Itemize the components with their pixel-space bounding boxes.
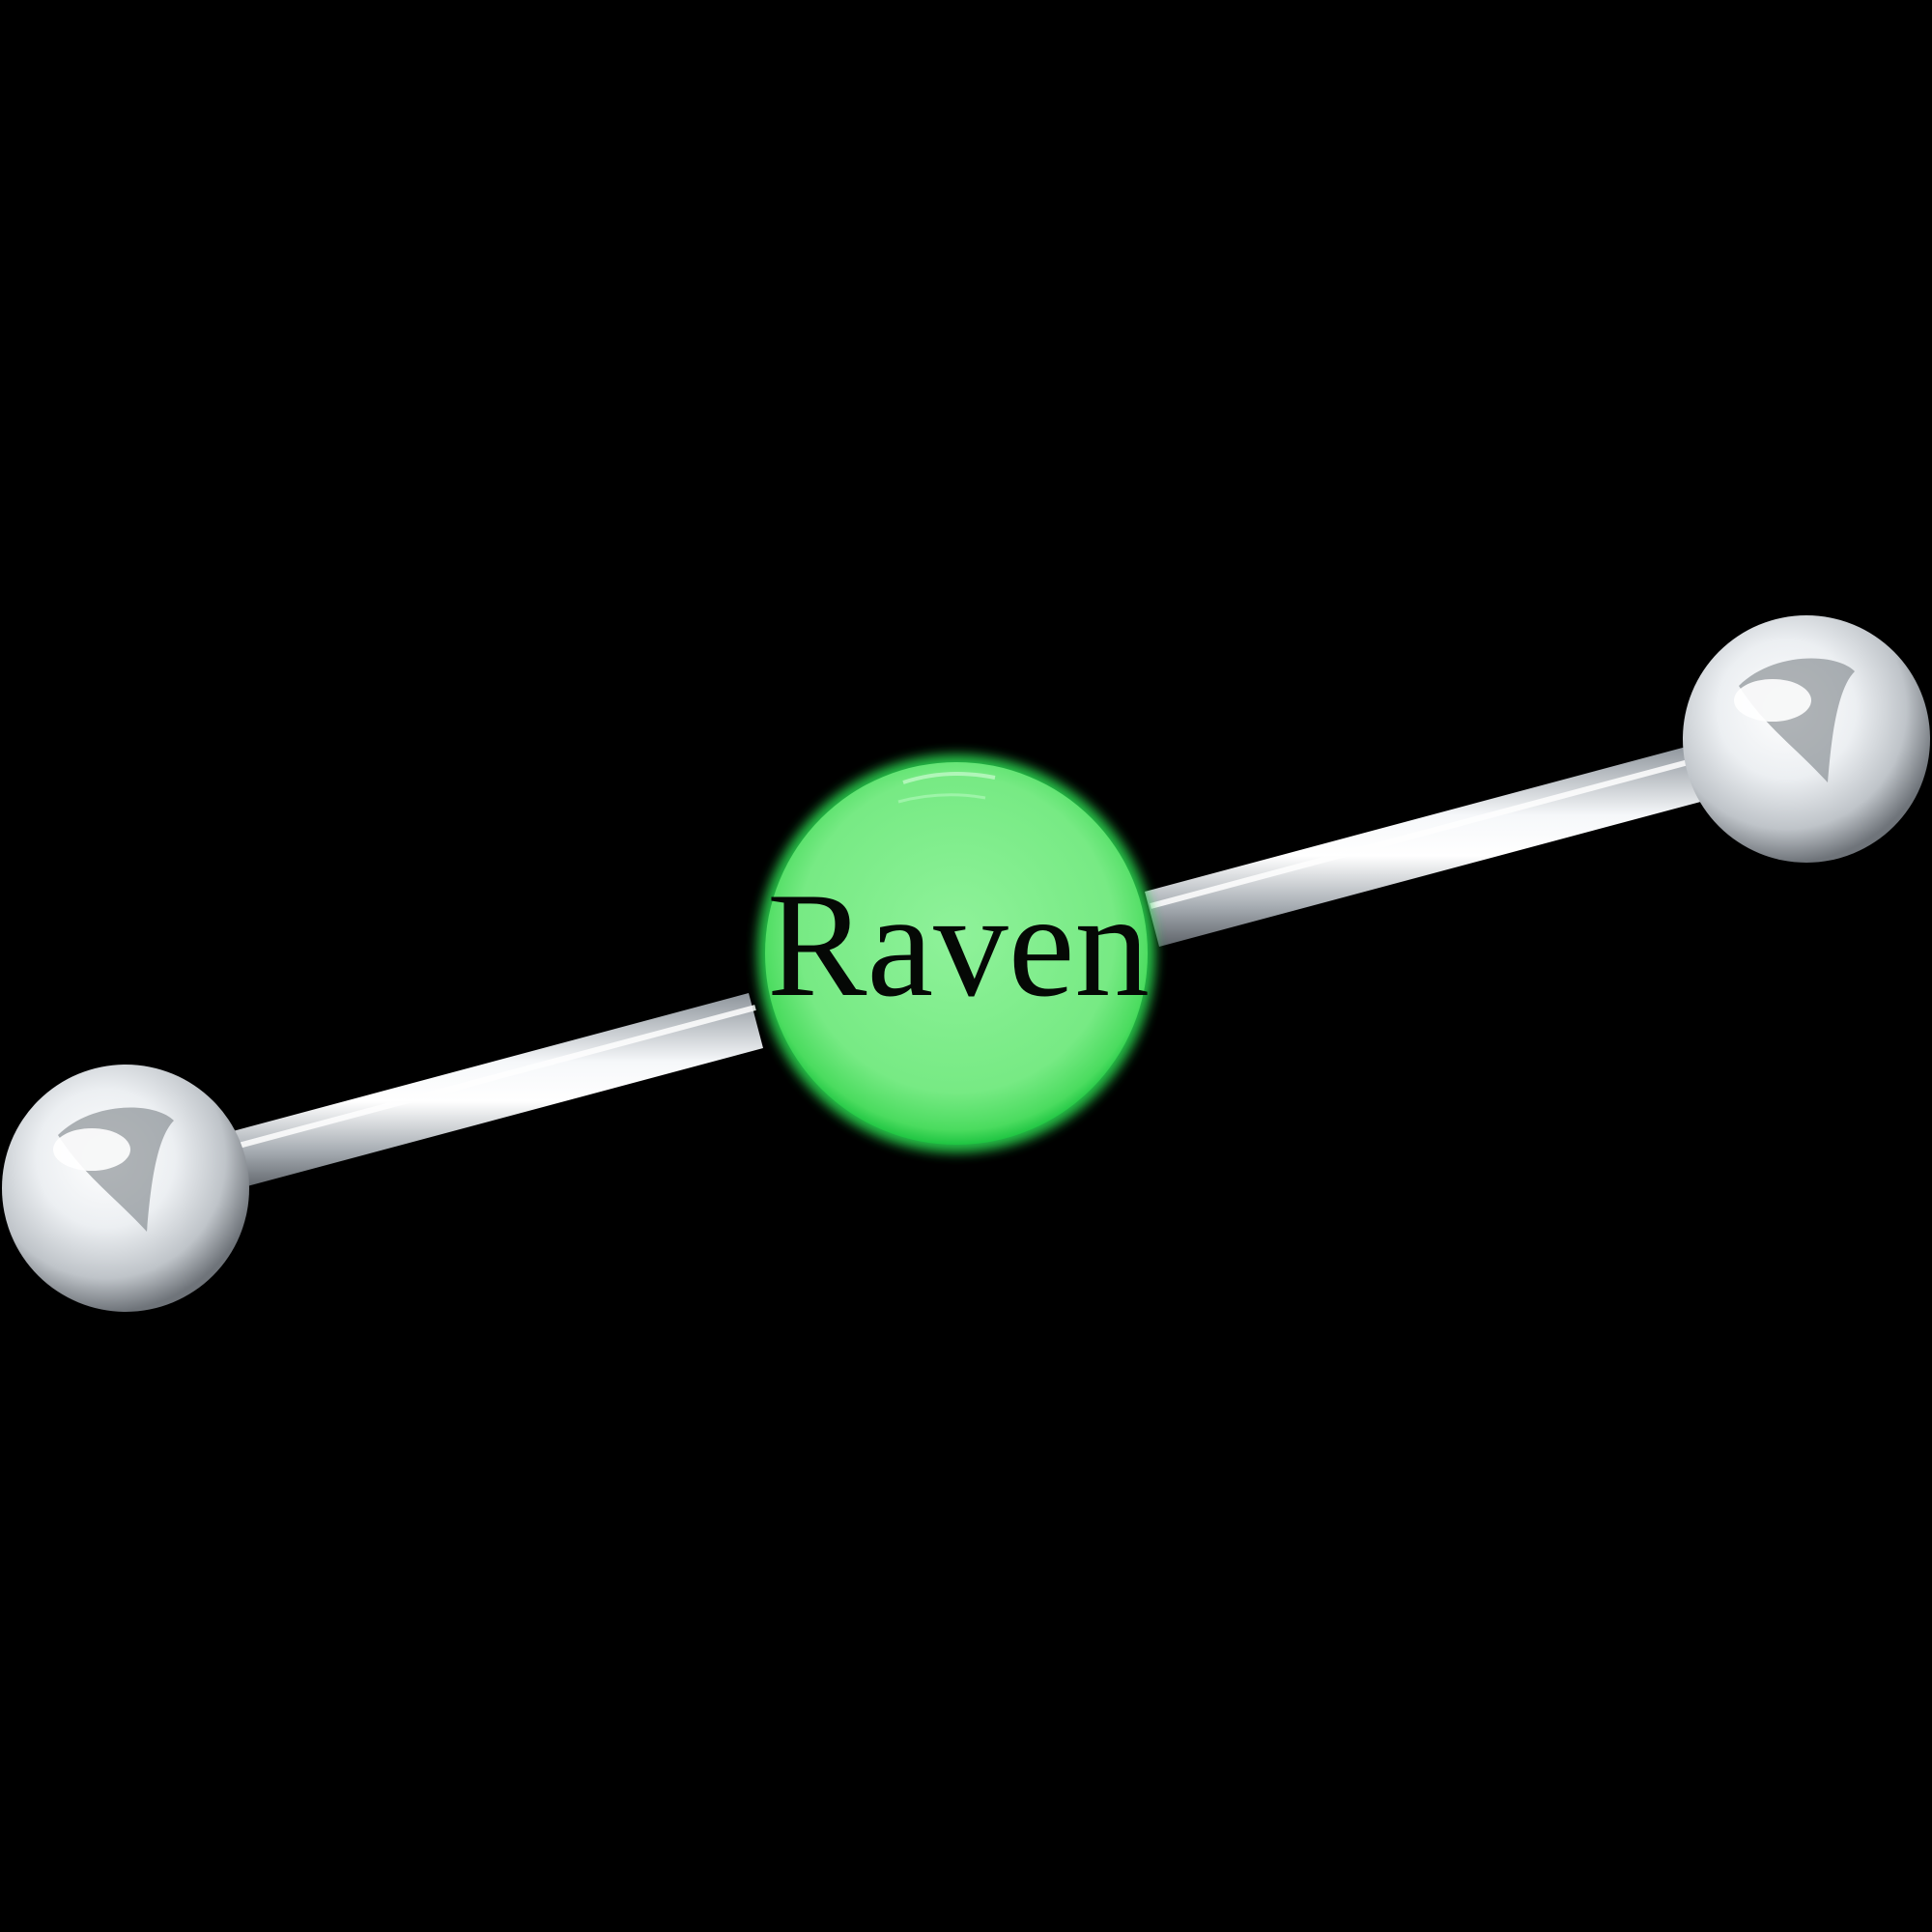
- engraving-text: Raven: [767, 862, 1150, 1028]
- barbell-bar-left: [218, 993, 763, 1190]
- left-ball-end: [2, 1065, 249, 1312]
- glow-disc: [757, 754, 1155, 1152]
- right-ball-end: [1683, 615, 1930, 863]
- barbell-bar-right: [1145, 745, 1708, 947]
